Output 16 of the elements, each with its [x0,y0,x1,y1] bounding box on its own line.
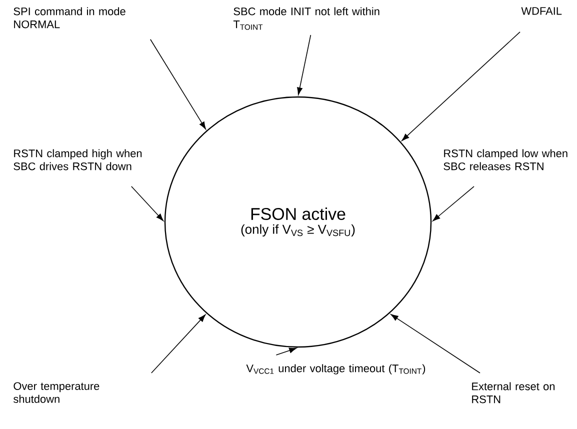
condition-label: RSTN clamped high when SBC drives RSTN down [14,149,142,170]
arrow [151,314,206,374]
arrow [297,34,312,95]
condition-label: External reset on RSTN [472,382,555,404]
arrow [402,32,520,141]
arrow [150,39,206,130]
condition-label: SPI command in mode NORMAL [14,7,126,28]
arrow [432,186,474,222]
arrow [390,314,480,374]
condition-label: WDFAIL [521,7,562,15]
condition-label: RSTN clamped low when SBC releases RSTN [444,149,568,170]
condition-label: Over temperature shutdown [14,382,100,403]
arrow [131,186,164,222]
condition-label: V$_{VCC1}$ under voltage timeout (T$_{TOINT}$) [246,364,426,374]
arrow [276,348,297,356]
condition-label: SBC mode INIT not left within T$_{TOINT}$ [233,7,380,30]
